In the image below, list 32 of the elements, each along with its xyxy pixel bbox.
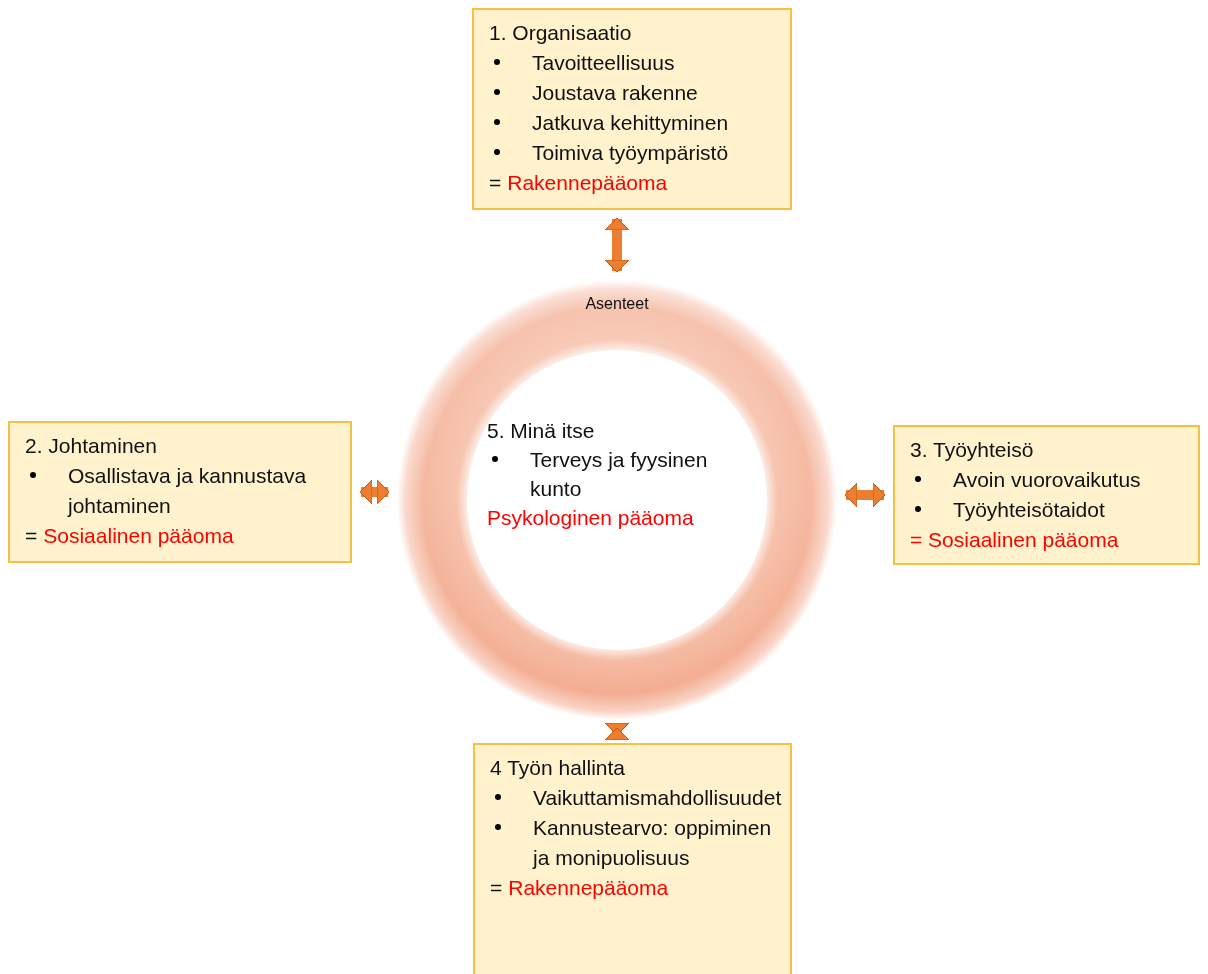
double-arrow [604, 217, 630, 273]
bullet-item: Jatkuva kehittyminen [532, 110, 729, 136]
topic-box [472, 8, 792, 210]
double-arrow [844, 482, 886, 508]
equals-sign: = [25, 523, 38, 549]
bullet-item: Toimiva työympäristö [532, 140, 729, 166]
ring-label: Asenteet [584, 294, 650, 314]
capital-label: = Sosiaalinen pääoma [910, 527, 1120, 553]
bullet-item: Työyhteisötaidot [953, 497, 1105, 523]
capital-label: Rakennepääoma [508, 875, 669, 901]
bullet-item: Osallistava ja kannustava johtaminen [68, 463, 308, 519]
equals-sign: = [490, 875, 503, 901]
equals-sign: = [489, 170, 502, 196]
box-heading: 4 Työn hallinta [490, 755, 627, 781]
box-heading: 5. Minä itse [487, 418, 596, 444]
capital-label: Sosiaalinen pääoma [43, 523, 234, 549]
double-arrow [604, 722, 630, 741]
bullet-item: Terveys ja fyysinen kunto [530, 447, 709, 502]
topic-box [893, 425, 1200, 565]
capital-label: Psykologinen pääoma [487, 505, 695, 531]
box-heading: 3. Työyhteisö [910, 437, 1035, 463]
bullet-item: Vaikuttamismahdollisuudet [533, 785, 782, 811]
bullet-item: Joustava rakenne [532, 80, 698, 106]
bullet-item: Avoin vuorovaikutus [953, 467, 1141, 493]
double-arrow [359, 479, 390, 505]
box-heading: 1. Organisaatio [489, 20, 633, 46]
topic-box [473, 743, 792, 974]
capital-label: Rakennepääoma [507, 170, 668, 196]
bullet-item: Kannustearvo: oppiminen ja monipuolisuus [533, 815, 773, 871]
box-heading: 2. Johtaminen [25, 433, 158, 459]
topic-box [8, 421, 352, 563]
bullet-item: Tavoitteellisuus [532, 50, 675, 76]
